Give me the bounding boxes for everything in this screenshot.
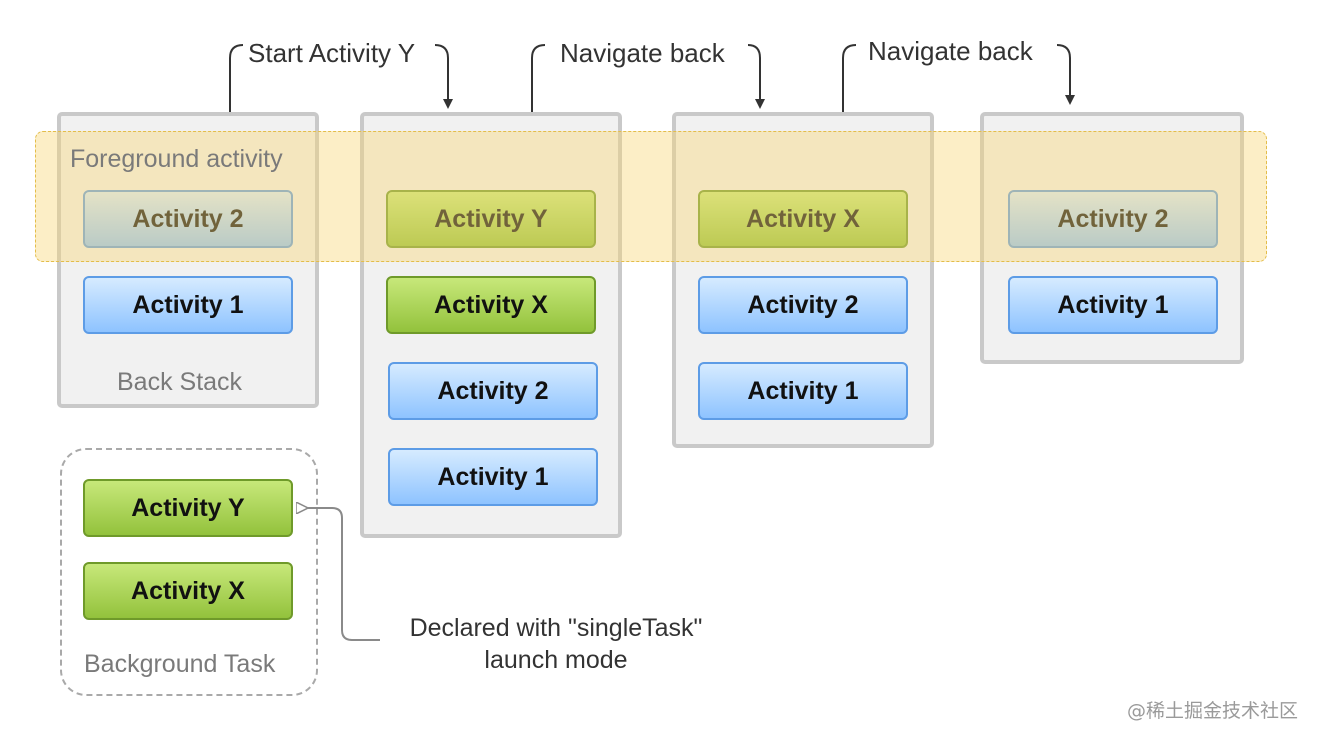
note-line-1: Declared with "singleTask" — [409, 614, 703, 642]
activity-box: Activity 1 — [83, 276, 293, 334]
back-stack-2: Activity Y Activity X Activity 2 Activit… — [360, 112, 622, 538]
transition-line-1 — [229, 44, 244, 112]
activity-box: Activity X — [83, 562, 293, 620]
background-task-caption: Background Task — [84, 650, 276, 678]
transition-arrow-2 — [747, 44, 765, 109]
activity-box: Activity X — [698, 190, 908, 248]
transition-label-navigate-back-2: Navigate back — [864, 36, 1037, 67]
transition-line-3 — [842, 44, 857, 112]
activity-box: Activity Y — [386, 190, 596, 248]
activity-box: Activity X — [386, 276, 596, 334]
back-stack-1: Activity 2 Activity 1 Back Stack — [57, 112, 319, 408]
transition-arrow-1 — [434, 44, 453, 109]
activity-box: Activity Y — [83, 479, 293, 537]
back-stack-4: Activity 2 Activity 1 — [980, 112, 1244, 364]
transition-arrow-3 — [1056, 44, 1075, 105]
back-stack-caption: Back Stack — [117, 368, 243, 396]
single-task-note: Declared with "singleTask" launch mode — [388, 612, 724, 676]
activity-box: Activity 1 — [698, 362, 908, 420]
transition-label-start-activity-y: Start Activity Y — [244, 38, 420, 69]
foreground-activity-label: Foreground activity — [70, 145, 283, 173]
single-task-arrow — [298, 508, 380, 641]
activity-box: Activity 2 — [1008, 190, 1218, 248]
transition-label-navigate-back-1: Navigate back — [556, 38, 729, 69]
activity-box: Activity 2 — [698, 276, 908, 334]
transition-line-2 — [531, 44, 546, 112]
activity-box: Activity 1 — [388, 448, 598, 506]
activity-box: Activity 2 — [83, 190, 293, 248]
watermark: @稀土掘金技术社区 — [1126, 700, 1298, 722]
activity-box: Activity 1 — [1008, 276, 1218, 334]
back-stack-3: Activity X Activity 2 Activity 1 — [672, 112, 934, 448]
note-line-2: launch mode — [484, 646, 628, 674]
activity-box: Activity 2 — [388, 362, 598, 420]
background-task: Activity Y Activity X Background Task — [60, 448, 318, 696]
